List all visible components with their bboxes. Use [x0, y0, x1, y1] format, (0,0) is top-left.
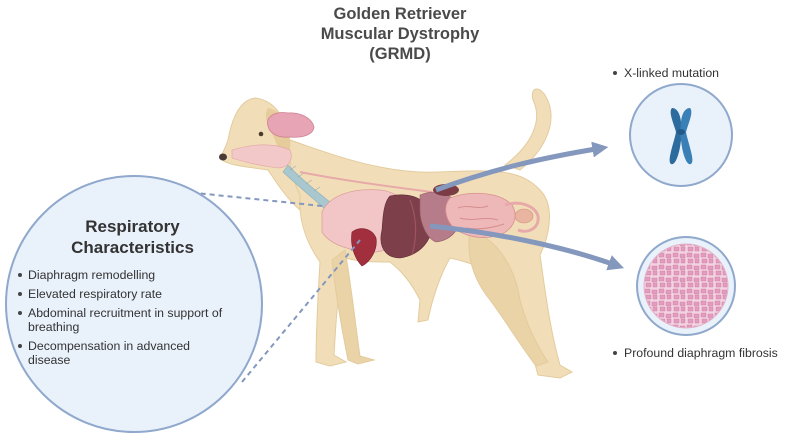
colon: [504, 201, 540, 233]
respiratory-heading: Respiratory Characteristics: [40, 216, 225, 258]
tissue-inset: [636, 236, 736, 336]
dog-nose: [219, 153, 227, 161]
bullet-dot: [613, 70, 617, 75]
list-item: Decompensation in advanced disease: [16, 339, 256, 367]
diaphragm: [409, 199, 417, 256]
chromosome-inset: [629, 83, 733, 187]
brain: [267, 112, 315, 138]
fibrotic-tissue-icon: [644, 244, 728, 328]
list-item-text-cont: disease: [28, 353, 71, 367]
callout-x-linked-text: X-linked mutation: [624, 66, 720, 80]
title-line-3: (GRMD): [369, 45, 431, 63]
arrow-to-tissue: [429, 223, 625, 271]
heart: [351, 228, 377, 267]
dog-tail: [503, 88, 552, 171]
esophagus: [299, 171, 433, 193]
respiratory-heading-line-2: Characteristics: [71, 238, 194, 257]
list-item-text: Diaphragm remodelling: [28, 268, 156, 282]
list-item-text: Decompensation in advanced: [28, 339, 191, 353]
list-item: Diaphragm remodelling: [16, 268, 256, 282]
callout-fibrosis: Profound diaphragm fibrosis: [613, 346, 778, 360]
bladder: [514, 208, 534, 224]
dog-back-leg: [468, 229, 549, 367]
callout-line-lower: [241, 239, 361, 383]
list-item-text: Elevated respiratory rate: [28, 287, 162, 301]
list-item: Elevated respiratory rate: [16, 287, 256, 301]
title-line-2: Muscular Dystrophy: [320, 25, 480, 43]
respiratory-heading-line-1: Respiratory: [85, 217, 180, 236]
callout-fibrosis-text: Profound diaphragm fibrosis: [624, 346, 778, 360]
list-item-text-cont: breathing: [28, 320, 80, 334]
dog-far-front-leg: [331, 249, 376, 365]
list-item-text: Abdominal recruitment in support of: [28, 306, 223, 320]
respiratory-characteristics-list: Diaphragm remodelling Elevated respirato…: [16, 268, 256, 372]
callout-x-linked: X-linked mutation: [613, 66, 719, 80]
arrow-to-chromosome: [435, 141, 609, 193]
nasal-airway: [231, 144, 292, 169]
respiratory-circle: [5, 175, 263, 433]
dog-eye: [258, 131, 264, 137]
chromosome-icon: [669, 108, 693, 165]
title-line-1: Golden Retriever: [333, 5, 467, 23]
list-item: Abdominal recruitment in support of brea…: [16, 306, 256, 334]
dog-illustration: [219, 88, 574, 379]
bullet-dot: [613, 350, 617, 355]
diagram-title: Golden Retriever Muscular Dystrophy (GRM…: [290, 4, 510, 64]
